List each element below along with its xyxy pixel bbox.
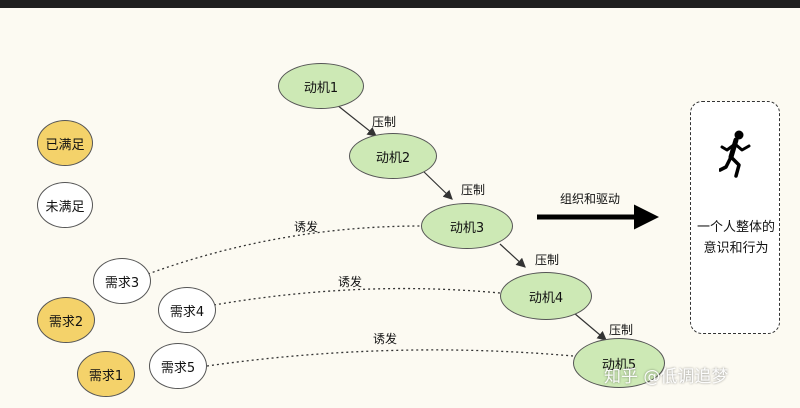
need-5-label: 需求5 bbox=[160, 360, 196, 376]
watermark: 知乎 @低调追梦 bbox=[604, 367, 729, 387]
trigger-label-3: 诱发 bbox=[373, 332, 398, 346]
motive-1: 动机1 bbox=[278, 63, 364, 109]
need-3: 需求3 bbox=[93, 258, 151, 304]
need-2-label: 需求2 bbox=[48, 314, 84, 330]
motive-4: 动机4 bbox=[500, 272, 592, 320]
motive-5: 动机5 bbox=[573, 338, 665, 388]
motive-2-label: 动机2 bbox=[375, 150, 411, 166]
legend-satisfied-label: 已满足 bbox=[45, 137, 85, 153]
trigger-curve-need4-motive4 bbox=[213, 287, 501, 306]
need-5: 需求5 bbox=[149, 343, 207, 389]
trigger-curve-need3-motive3 bbox=[147, 225, 422, 275]
outcome-box: 一个人整体的意识和行为 bbox=[690, 101, 780, 334]
trigger-curve-need5-motive5 bbox=[206, 349, 574, 367]
suppress-label-3: 压制 bbox=[535, 253, 560, 267]
organize-drive-label: 组织和驱动 bbox=[560, 192, 621, 206]
need-1-label: 需求1 bbox=[88, 368, 124, 384]
trigger-label-1: 诱发 bbox=[294, 220, 319, 234]
suppress-arrow-1-2 bbox=[336, 104, 377, 137]
need-4: 需求4 bbox=[158, 287, 216, 333]
legend-unsatisfied: 未满足 bbox=[37, 182, 93, 228]
suppress-label-2: 压制 bbox=[461, 183, 486, 197]
motive-5-label: 动机5 bbox=[601, 357, 637, 373]
trigger-label-2: 诱发 bbox=[338, 275, 363, 289]
motive-4-label: 动机4 bbox=[528, 290, 564, 306]
suppress-label-4: 压制 bbox=[609, 323, 634, 337]
need-2: 需求2 bbox=[37, 297, 95, 343]
need-1: 需求1 bbox=[77, 351, 135, 397]
suppress-label-1: 压制 bbox=[372, 115, 397, 129]
suppress-arrow-3-4 bbox=[499, 243, 526, 268]
need-3-label: 需求3 bbox=[104, 275, 140, 291]
need-4-label: 需求4 bbox=[169, 304, 205, 320]
legend-satisfied: 已满足 bbox=[37, 120, 93, 166]
top-bar bbox=[0, 0, 800, 8]
suppress-arrow-4-5 bbox=[573, 312, 607, 341]
suppress-arrow-2-3 bbox=[421, 169, 453, 200]
running-person-icon bbox=[719, 130, 751, 178]
motive-3: 动机3 bbox=[421, 203, 513, 249]
outcome-text: 一个人整体的意识和行为 bbox=[696, 220, 775, 256]
motive-1-label: 动机1 bbox=[303, 80, 339, 96]
motive-2: 动机2 bbox=[349, 133, 437, 179]
legend-unsatisfied-label: 未满足 bbox=[45, 199, 85, 215]
motive-3-label: 动机3 bbox=[449, 220, 485, 236]
